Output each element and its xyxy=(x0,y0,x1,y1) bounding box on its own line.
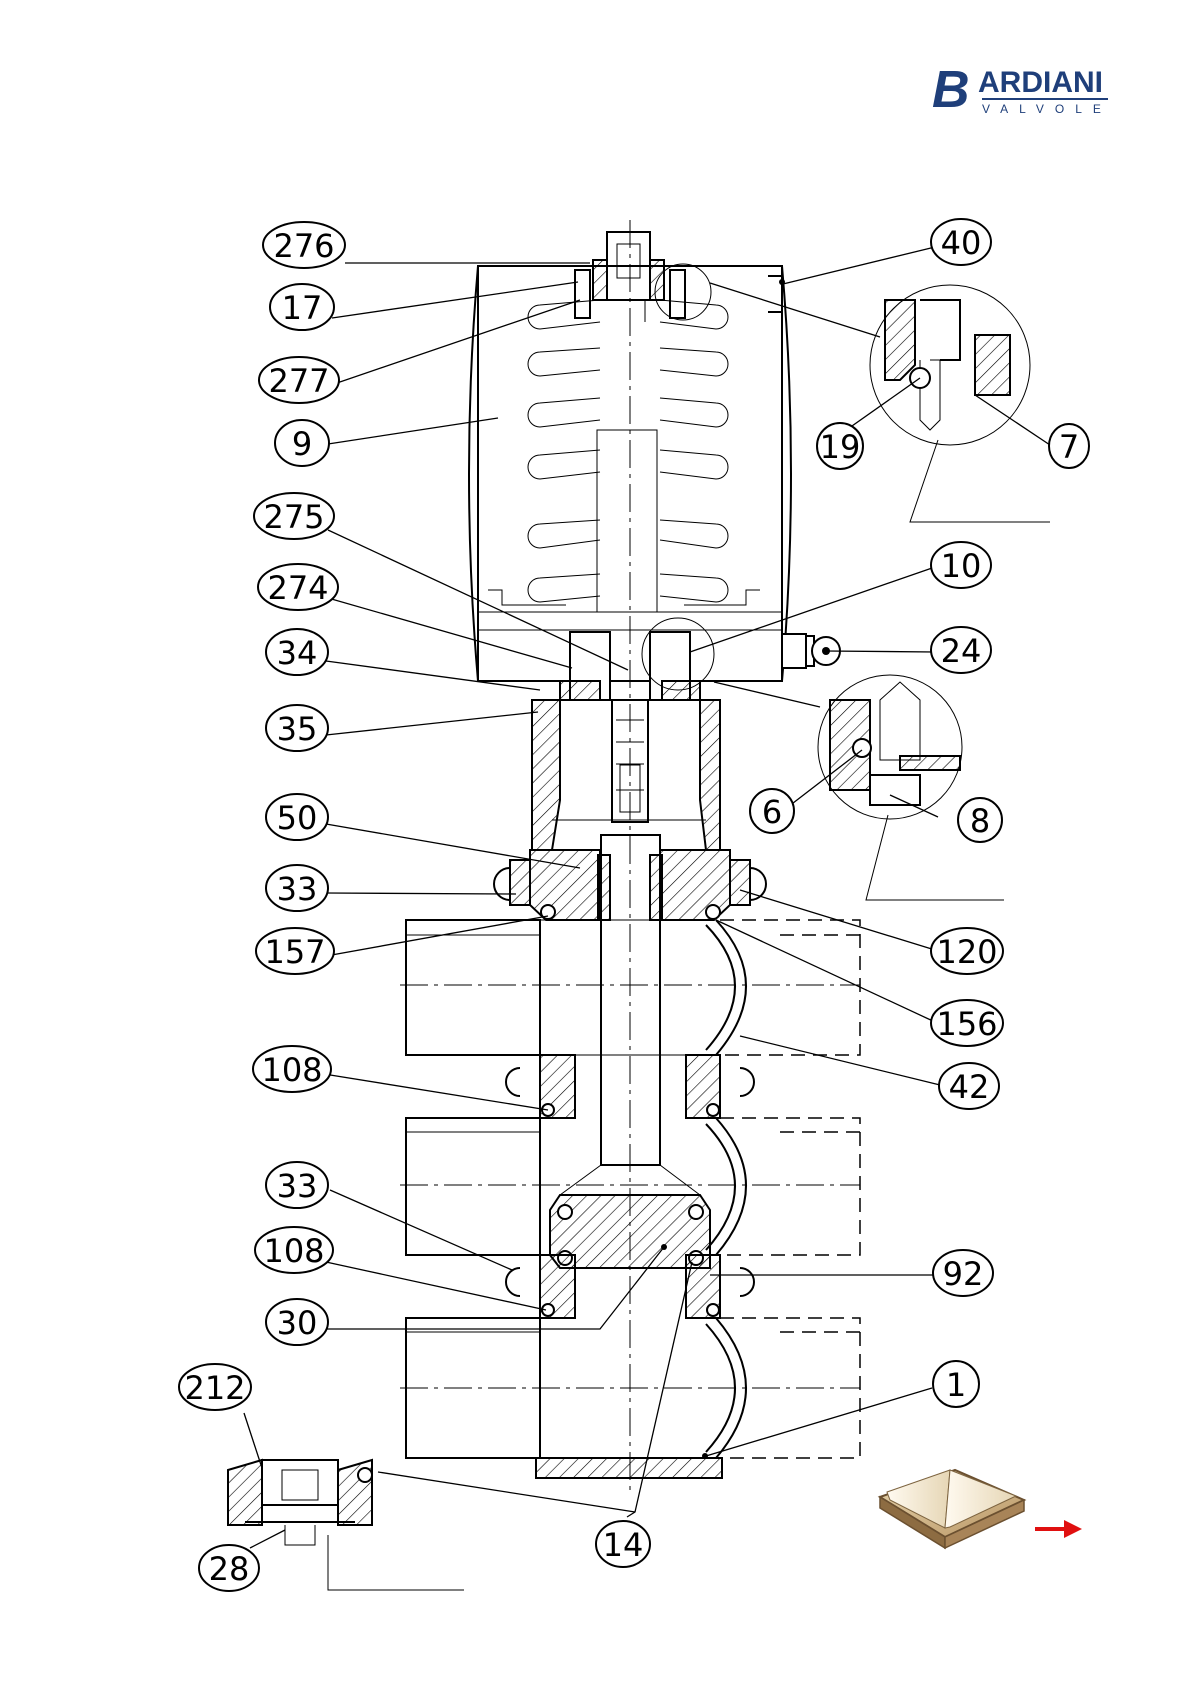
open-book-icon[interactable] xyxy=(880,1470,1024,1548)
callout-8-label: 8 xyxy=(970,802,990,840)
callout-7-label: 7 xyxy=(1059,428,1079,466)
callout-277-label: 277 xyxy=(268,362,329,400)
spring-left xyxy=(528,300,600,602)
callout-1: 1 xyxy=(933,1361,979,1407)
callout-274: 274 xyxy=(258,564,338,610)
callout-42-label: 42 xyxy=(949,1068,990,1106)
callout-8: 8 xyxy=(958,798,1002,842)
callout-6-label: 6 xyxy=(762,793,782,831)
callout-35: 35 xyxy=(266,705,328,751)
callout-1-label: 1 xyxy=(946,1366,966,1404)
callout-10: 10 xyxy=(931,542,991,588)
next-page-arrow-icon[interactable] xyxy=(1035,1520,1082,1538)
callout-9: 9 xyxy=(275,420,329,466)
callout-24-label: 24 xyxy=(941,632,982,670)
callout-276: 276 xyxy=(263,222,345,268)
lantern-body xyxy=(532,700,720,850)
callout-275: 275 xyxy=(254,493,334,539)
callout-275-label: 275 xyxy=(263,498,324,536)
callout-30-label: 30 xyxy=(277,1304,318,1342)
callout-156: 156 xyxy=(931,1000,1003,1046)
callout-108-lower-label: 108 xyxy=(263,1232,324,1270)
callout-108-upper-label: 108 xyxy=(261,1051,322,1089)
callout-35-label: 35 xyxy=(277,710,318,748)
callout-277: 277 xyxy=(259,357,339,403)
callout-9-label: 9 xyxy=(292,425,312,463)
actuator-housing xyxy=(469,232,840,700)
detail-top-right xyxy=(870,285,1050,522)
callout-33-lower-label: 33 xyxy=(277,1167,318,1205)
callout-40: 40 xyxy=(931,219,991,265)
callout-14: 14 xyxy=(596,1521,650,1567)
callout-17-label: 17 xyxy=(282,289,323,327)
callout-212-label: 212 xyxy=(184,1369,245,1407)
callout-28-label: 28 xyxy=(209,1550,250,1588)
callout-10-label: 10 xyxy=(941,547,982,585)
callout-92: 92 xyxy=(933,1250,993,1296)
callout-28: 28 xyxy=(199,1545,259,1591)
callout-92-label: 92 xyxy=(943,1255,984,1293)
callout-19: 19 xyxy=(817,423,863,469)
callout-6: 6 xyxy=(750,789,794,833)
callout-24: 24 xyxy=(931,627,991,673)
callout-274-label: 274 xyxy=(267,569,328,607)
callout-33-upper-label: 33 xyxy=(277,870,318,908)
callout-50-label: 50 xyxy=(277,799,318,837)
callout-34: 34 xyxy=(266,629,328,675)
callout-276-label: 276 xyxy=(273,227,334,265)
callout-120-label: 120 xyxy=(936,933,997,971)
callout-157: 157 xyxy=(256,928,334,974)
spring-right xyxy=(660,300,728,602)
callout-212: 212 xyxy=(179,1364,251,1410)
callout-33-lower: 33 xyxy=(266,1162,328,1208)
callout-50: 50 xyxy=(266,794,328,840)
callout-42: 42 xyxy=(939,1063,999,1109)
detail-middle-right xyxy=(818,675,1004,900)
callout-157-label: 157 xyxy=(264,933,325,971)
callout-156-label: 156 xyxy=(936,1005,997,1043)
callout-19-label: 19 xyxy=(820,428,861,466)
callout-17: 17 xyxy=(270,284,334,330)
callout-33-upper: 33 xyxy=(266,865,328,911)
callout-7: 7 xyxy=(1049,424,1089,468)
callout-108-lower: 108 xyxy=(255,1227,333,1273)
callout-14-label: 14 xyxy=(603,1526,644,1564)
callout-30: 30 xyxy=(266,1299,328,1345)
callout-108-upper: 108 xyxy=(253,1046,331,1092)
callout-34-label: 34 xyxy=(277,634,318,672)
callout-120: 120 xyxy=(931,928,1003,974)
callout-40-label: 40 xyxy=(941,224,982,262)
